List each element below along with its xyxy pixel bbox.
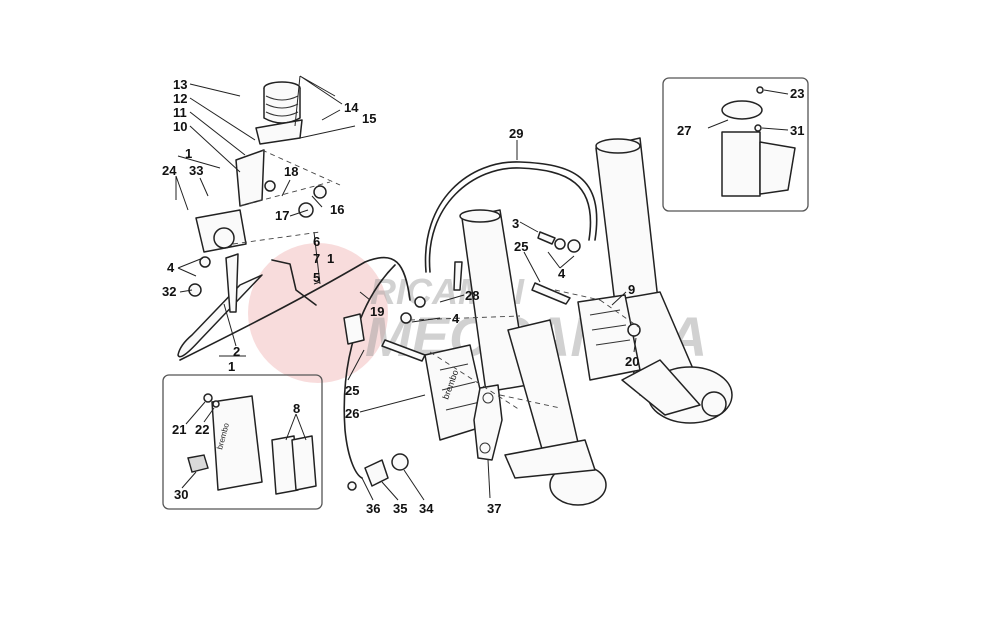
callout-4-left: 4	[167, 260, 175, 275]
callout-19: 19	[370, 304, 384, 319]
callout-30: 30	[174, 487, 188, 502]
callout-26: 26	[345, 406, 359, 421]
callout-13: 13	[173, 77, 187, 92]
inset-clamp-parts	[721, 86, 796, 197]
callout-5: 5	[313, 270, 320, 285]
callout-1-mid: 1	[327, 251, 334, 266]
callout-22: 22	[195, 422, 209, 437]
caliper-bracket	[473, 384, 503, 461]
callout-14: 14	[344, 100, 359, 115]
callout-1-top: 1	[185, 146, 192, 161]
inset-caliper-detail	[162, 374, 323, 510]
callout-24: 24	[162, 163, 177, 178]
callout-16: 16	[330, 202, 344, 217]
callout-25-right: 25	[514, 239, 528, 254]
callout-36: 36	[366, 501, 380, 516]
callout-3: 3	[512, 216, 519, 231]
callout-27: 27	[677, 123, 691, 138]
front-fork-right	[595, 137, 733, 424]
inset-clamp-detail	[662, 77, 809, 212]
callout-32: 32	[162, 284, 176, 299]
callout-20: 20	[625, 354, 639, 369]
callout-2: 2	[233, 344, 240, 359]
callout-10: 10	[173, 119, 187, 134]
callout-7: 7	[313, 251, 320, 266]
callout-29: 29	[509, 126, 523, 141]
callout-labels: 13 12 11 10 1 24 33 14 15 18 16 17 6 7 1…	[162, 77, 804, 516]
callout-35: 35	[393, 501, 407, 516]
callout-15: 15	[362, 111, 376, 126]
callout-17: 17	[275, 208, 289, 223]
callout-4-right: 4	[558, 266, 566, 281]
master-cylinder	[195, 81, 327, 253]
fasteners	[343, 231, 581, 491]
callout-34: 34	[419, 501, 434, 516]
callout-37: 37	[487, 501, 501, 516]
callout-28: 28	[465, 288, 479, 303]
callout-12: 12	[173, 91, 187, 106]
callout-23: 23	[790, 86, 804, 101]
callout-8: 8	[293, 401, 300, 416]
callout-11: 11	[173, 105, 187, 120]
brake-lever	[177, 253, 263, 358]
callout-25-left: 25	[345, 383, 359, 398]
callout-33: 33	[189, 163, 203, 178]
callout-21: 21	[172, 422, 186, 437]
brake-caliper-left: brembo	[424, 344, 489, 441]
brake-caliper-right	[577, 294, 641, 381]
brake-hose-upper	[424, 161, 598, 273]
callout-4-mid: 4	[452, 311, 460, 326]
leader-lines	[175, 75, 789, 501]
front-fork-left	[459, 209, 607, 506]
callout-31: 31	[790, 123, 804, 138]
callout-6: 6	[313, 234, 320, 249]
callout-18: 18	[284, 164, 298, 179]
callout-9: 9	[628, 282, 635, 297]
brake-hose-main	[179, 256, 411, 361]
brake-switch-wire	[271, 259, 317, 306]
callout-1-bottom: 1	[228, 359, 235, 374]
